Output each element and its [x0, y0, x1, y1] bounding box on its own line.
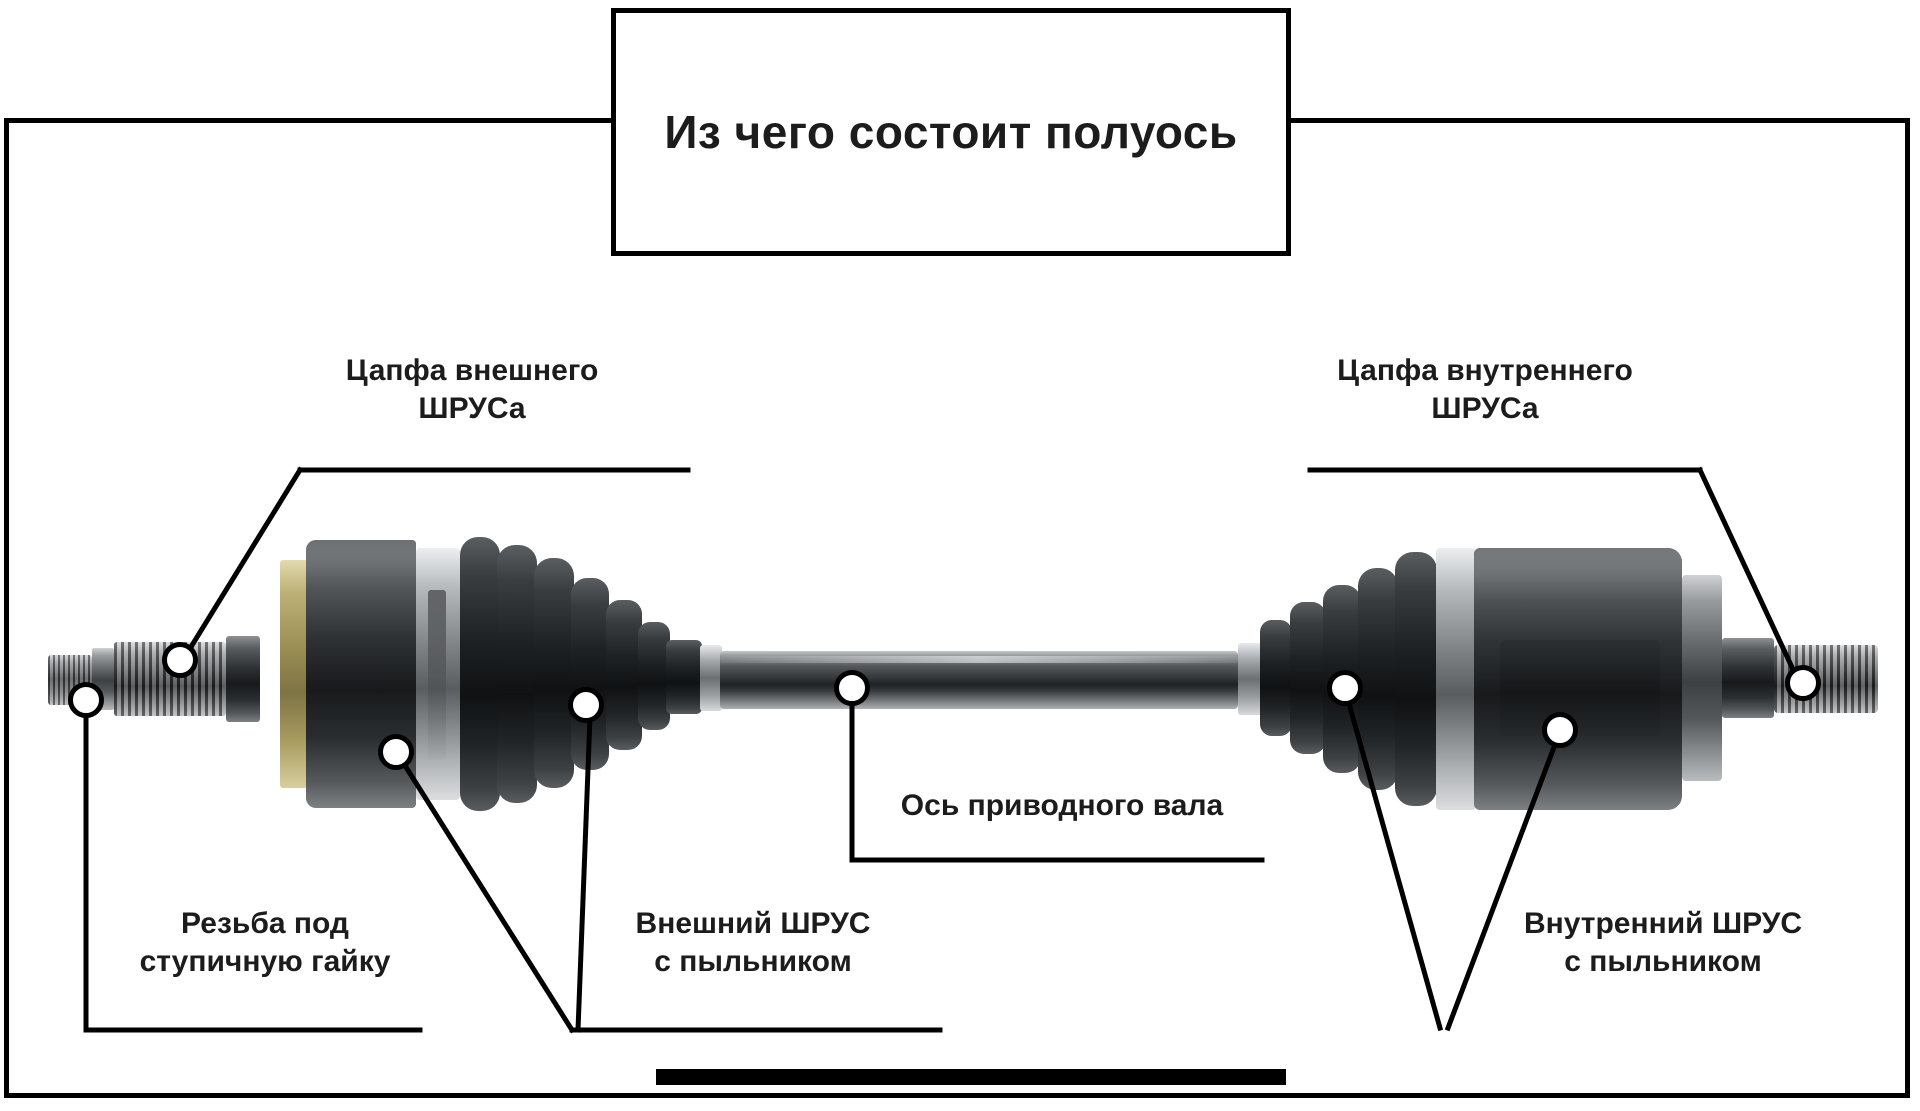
callout-hub-thread[interactable] [68, 682, 104, 718]
label-drive-shaft-axis: Ось приводного вала [900, 789, 1224, 822]
title-box: Из чего состоит полуось [611, 8, 1291, 256]
callout-shaft-axis[interactable] [834, 670, 870, 706]
label-outer-cv-stub: Цапфа внешнего ШРУСа [345, 354, 599, 425]
callout-inner-joint[interactable] [1542, 712, 1578, 748]
callout-outer-boot[interactable] [568, 687, 604, 723]
label-hub-nut-thread: Резьба под ступичную гайку [139, 907, 391, 978]
callout-outer-stub[interactable] [162, 642, 198, 678]
label-outer-cv-joint: Внешний ШРУС с пыльником [635, 907, 871, 978]
footer-bar [656, 1069, 1286, 1085]
label-inner-cv-joint: Внутренний ШРУС с пыльником [1523, 907, 1803, 978]
callout-inner-boot[interactable] [1327, 670, 1363, 706]
page-title: Из чего состоит полуось [664, 106, 1238, 158]
callout-outer-joint[interactable] [378, 734, 414, 770]
callout-inner-stub[interactable] [1785, 665, 1821, 701]
label-inner-cv-stub: Цапфа внутреннего ШРУСа [1337, 354, 1633, 425]
